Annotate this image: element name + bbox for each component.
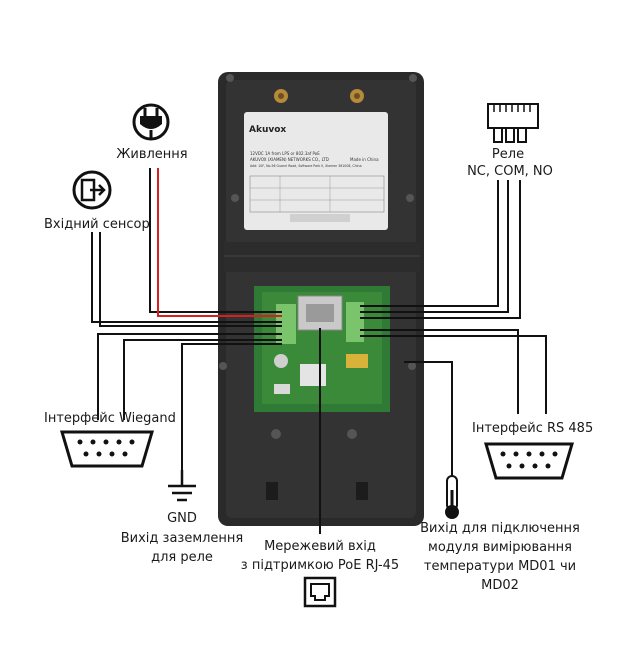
label-temperature-4: MD02 (481, 578, 519, 593)
wire-wiegand-2 (123, 339, 282, 420)
label-relay-contacts: NC, COM, NO (467, 164, 553, 179)
wire-rs485-1 (360, 329, 519, 414)
ground-symbol-icon (168, 470, 196, 502)
wire-sensor-2 (99, 232, 282, 327)
ethernet-port-icon (303, 576, 337, 608)
relay-block-icon (487, 103, 539, 143)
terminal-block-left (276, 304, 296, 344)
wire-wiegand-1 (97, 333, 282, 420)
label-temperature-3: температури MD01 чи (423, 559, 577, 574)
wire-rs485-2 (360, 335, 547, 414)
brand-logo: Akuvox (249, 125, 286, 135)
label-network-2: з підтримкою PoE RJ-45 (240, 558, 400, 573)
label-gnd: GND (167, 511, 197, 526)
door-exit-icon (72, 170, 112, 210)
label-wiegand: Інтерфейс Wiegand (44, 411, 176, 426)
qr-label (300, 364, 326, 386)
label-power: Живлення (116, 147, 188, 162)
db9-connector-icon (59, 430, 155, 468)
terminal-block-right (346, 302, 364, 342)
thermometer-icon (445, 475, 459, 519)
wire-relay-com (360, 180, 509, 313)
sticker-line-4: Add: 10F, No.56 Guanri Road, Software Pa… (250, 164, 362, 168)
label-temperature-1: Вихід для підключення (420, 521, 580, 536)
wire-power-black (149, 168, 282, 313)
label-relay-ground-2: для реле (151, 550, 213, 565)
wire-relay-nc (360, 180, 499, 307)
wire-temperature (404, 361, 453, 476)
wire-relay-no (360, 180, 521, 319)
sticker-line-2: AKUVOX (XIAMEN) NETWORKS CO., LTD (250, 157, 329, 162)
label-input-sensor: Вхідний сенсор (44, 217, 150, 232)
label-temperature-2: модуля вимірювання (428, 540, 572, 555)
intercom-device (218, 72, 424, 526)
wire-sensor-1 (91, 232, 282, 323)
sticker-line-3: Made in China (350, 157, 379, 162)
power-plug-icon (132, 103, 170, 141)
label-network-1: Мережевий вхід (264, 539, 376, 554)
wires (91, 168, 547, 534)
label-relay-ground-1: Вихід заземлення (120, 531, 244, 546)
label-relay: Реле (491, 147, 525, 162)
wire-ground (181, 343, 282, 470)
wire-power-red (157, 168, 282, 317)
sticker-line-1: 12VDC 1A from LPS or 802.3af PoE (250, 151, 320, 156)
label-rs485: Інтерфейс RS 485 (472, 421, 594, 436)
db9-connector-icon (483, 442, 575, 480)
